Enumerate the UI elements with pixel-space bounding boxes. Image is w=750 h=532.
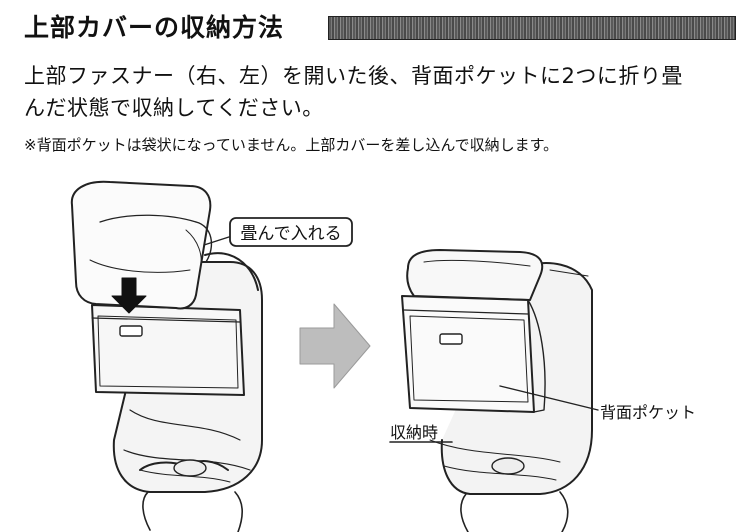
title-decoration-bar [328,16,736,40]
instruction-note: ※背面ポケットは袋状になっていません。上部カバーを差し込んで収納します。 [24,136,559,154]
stored-label: 収納時 [390,423,438,442]
page-title: 上部カバーの収納方法 [24,13,285,42]
right-seat-illustration [389,249,599,532]
fold-label: 畳んで入れる [240,224,341,244]
transition-arrow [299,303,371,389]
instruction-line-2: んだ状態で収納してください。 [24,96,324,120]
pocket-label: 背面ポケット [600,403,696,422]
left-seat-illustration [70,180,263,532]
instruction-line-1: 上部ファスナー（右、左）を開いた後、背面ポケットに2つに折り畳 [24,64,683,88]
